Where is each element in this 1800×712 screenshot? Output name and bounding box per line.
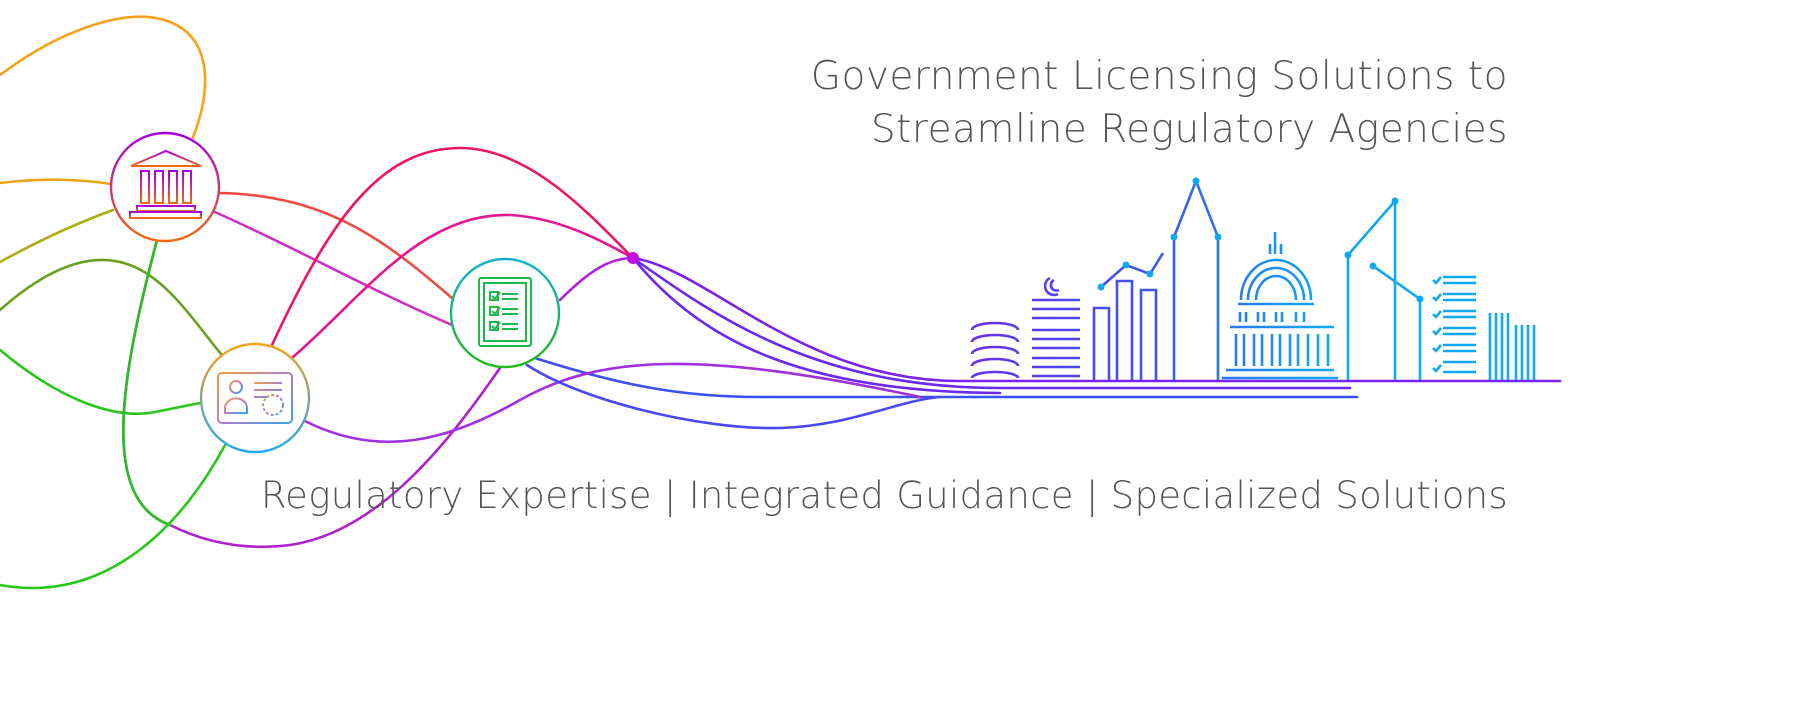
connector-line	[301, 362, 922, 444]
connector-line	[631, 256, 1352, 390]
connector-line	[122, 238, 172, 527]
id-card-icon	[199, 342, 311, 454]
junction-dot	[627, 252, 639, 264]
connector-line	[558, 256, 635, 302]
connector-line	[0, 15, 207, 142]
tagline: Regulatory Expertise | Integrated Guidan…	[260, 474, 1508, 517]
connector-line	[0, 443, 227, 590]
connector-line	[533, 356, 1359, 399]
skyline-nodes	[1097, 177, 1424, 303]
connector-line	[218, 191, 454, 300]
checklist-icon	[449, 257, 561, 369]
title-line-1: Government Licensing Solutions to	[810, 54, 1508, 99]
connector-line	[0, 208, 115, 264]
title-line-2: Streamline Regulatory Agencies	[870, 107, 1508, 152]
connector-line	[213, 210, 454, 327]
connector-line	[270, 146, 635, 347]
connector-line	[0, 258, 224, 357]
connector-line	[0, 348, 202, 416]
connector-line	[291, 213, 635, 359]
connector-line	[631, 256, 1562, 383]
page-title: Government Licensing Solutions to Stream…	[811, 50, 1508, 156]
connector-line	[0, 178, 113, 186]
connector-line	[525, 363, 942, 430]
city-skyline-icon	[970, 177, 1536, 380]
government-building-icon	[109, 131, 221, 243]
connector-line	[631, 256, 1002, 395]
